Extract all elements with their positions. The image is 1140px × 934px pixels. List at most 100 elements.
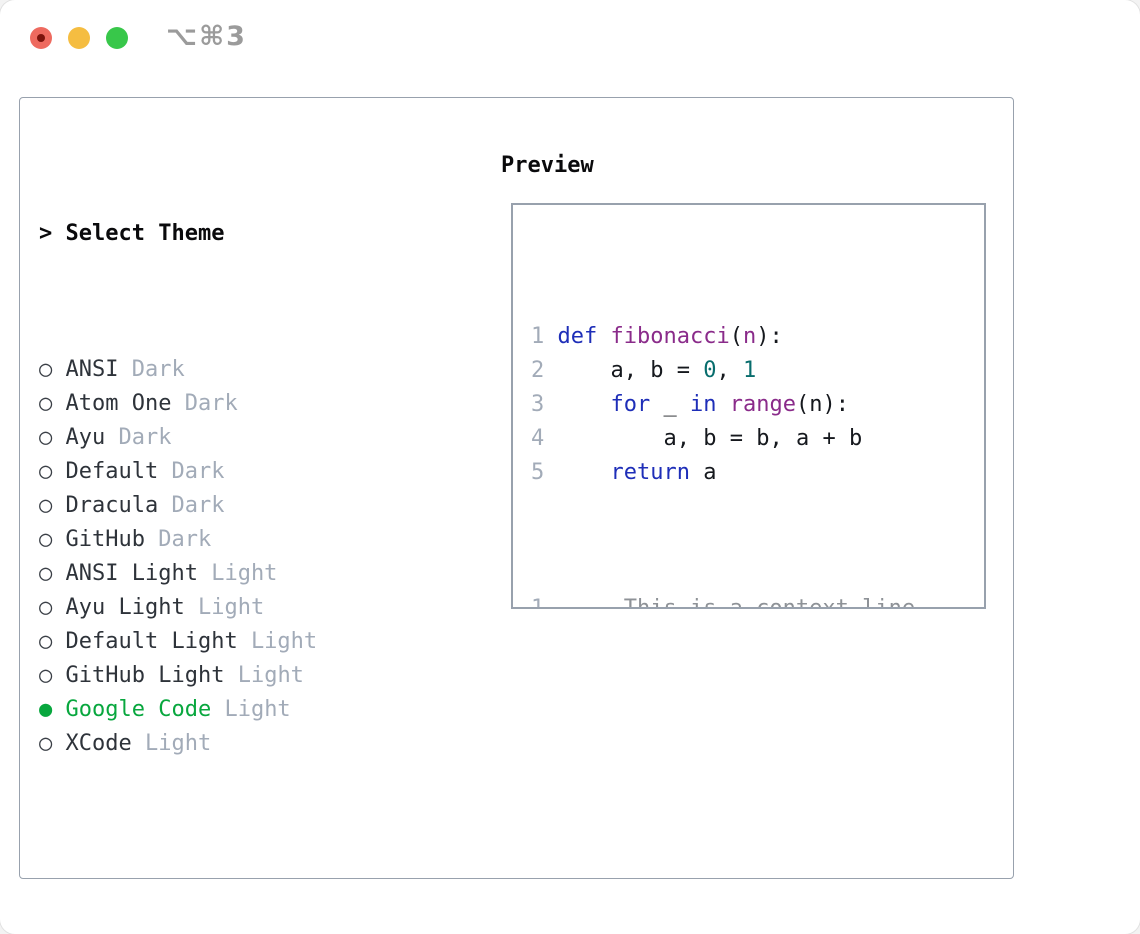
theme-name: Default bbox=[65, 459, 159, 484]
theme-option-dracula[interactable]: ○ Dracula Dark bbox=[39, 489, 410, 523]
close-dot-icon bbox=[37, 34, 45, 42]
code-token: , bbox=[676, 426, 704, 451]
radio-icon: ○ bbox=[39, 391, 53, 416]
code-token: _ bbox=[650, 392, 690, 417]
focus-caret-icon: > bbox=[39, 221, 53, 246]
theme-option-ansi[interactable]: ○ ANSI Dark bbox=[39, 353, 410, 387]
line-number: 5 bbox=[531, 460, 545, 485]
code-token: fibonacci bbox=[610, 324, 730, 349]
close-button[interactable] bbox=[30, 27, 52, 49]
code-token bbox=[597, 324, 610, 349]
code-token bbox=[544, 392, 610, 417]
code-token: for bbox=[610, 392, 651, 417]
line-number: 1 bbox=[531, 596, 545, 609]
code-token: range bbox=[729, 392, 796, 417]
theme-variant-tag: Dark bbox=[118, 425, 172, 450]
radio-icon: ○ bbox=[39, 629, 53, 654]
theme-variant-tag: Light bbox=[237, 663, 304, 688]
theme-name: Google Code bbox=[65, 697, 212, 722]
radio-icon: ○ bbox=[39, 459, 53, 484]
theme-name: ANSI Light bbox=[65, 561, 198, 586]
theme-variant-tag: Dark bbox=[184, 391, 238, 416]
theme-option-atom-one[interactable]: ○ Atom One Dark bbox=[39, 387, 410, 421]
theme-name: GitHub bbox=[65, 527, 145, 552]
code-token: b bbox=[848, 426, 863, 451]
diff-line-ctx: 1 This is a context line. bbox=[531, 592, 984, 609]
select-theme-header: > Select Theme bbox=[39, 217, 410, 251]
code-token: , bbox=[769, 426, 796, 451]
theme-option-ayu-light[interactable]: ○ Ayu Light Light bbox=[39, 591, 410, 625]
code-token: in bbox=[689, 392, 717, 417]
code-token: b bbox=[756, 426, 770, 451]
radio-icon: ○ bbox=[39, 663, 53, 688]
theme-option-google-code[interactable]: ● Google Code Light bbox=[39, 693, 410, 727]
code-token: a bbox=[703, 460, 717, 485]
theme-variant-tag: Dark bbox=[171, 459, 225, 484]
code-line: 3 for _ in range(n): bbox=[531, 388, 984, 422]
theme-list: ○ ANSI Dark○ Atom One Dark○ Ayu Dark○ De… bbox=[39, 353, 410, 761]
theme-name: GitHub Light bbox=[65, 663, 225, 688]
theme-variant-tag: Light bbox=[144, 731, 212, 756]
theme-variant-tag: Dark bbox=[131, 357, 185, 382]
code-token: , bbox=[623, 358, 651, 383]
theme-variant-tag: Dark bbox=[171, 493, 225, 518]
code-token: a bbox=[610, 358, 624, 383]
code-token: a bbox=[795, 426, 810, 451]
theme-option-ansi-light[interactable]: ○ ANSI Light Light bbox=[39, 557, 410, 591]
code-token: a bbox=[663, 426, 677, 451]
diff-preview: 1 This is a context line.2 - This line w… bbox=[531, 592, 984, 609]
code-token: = bbox=[716, 426, 757, 451]
line-number: 3 bbox=[531, 392, 545, 417]
zoom-button[interactable] bbox=[106, 27, 128, 49]
theme-name: Ayu bbox=[65, 425, 106, 450]
code-token bbox=[544, 460, 610, 485]
code-token bbox=[716, 392, 729, 417]
theme-name: Atom One bbox=[65, 391, 172, 416]
code-token bbox=[544, 358, 610, 383]
main-panel: > Select Theme ○ ANSI Dark○ Atom One Dar… bbox=[19, 97, 1014, 879]
theme-variant-tag: Light bbox=[197, 595, 265, 620]
code-token: , bbox=[716, 358, 743, 383]
radio-icon: ○ bbox=[39, 357, 53, 382]
theme-name: XCode bbox=[65, 731, 132, 756]
preview-title: Preview bbox=[501, 153, 594, 178]
radio-icon: ○ bbox=[39, 527, 53, 552]
theme-option-default[interactable]: ○ Default Dark bbox=[39, 455, 410, 489]
code-token: 1 bbox=[742, 358, 757, 383]
theme-option-xcode[interactable]: ○ XCode Light bbox=[39, 727, 410, 761]
code-token: + bbox=[809, 426, 849, 451]
code-token: return bbox=[610, 460, 690, 485]
code-token: b bbox=[703, 426, 717, 451]
theme-option-default-light[interactable]: ○ Default Light Light bbox=[39, 625, 410, 659]
code-token: (n): bbox=[795, 392, 849, 417]
theme-variant-tag: Light bbox=[224, 697, 291, 722]
code-token bbox=[544, 324, 557, 349]
theme-variant-tag: Dark bbox=[158, 527, 212, 552]
code-token: = bbox=[663, 358, 704, 383]
radio-icon: ○ bbox=[39, 595, 53, 620]
line-number: 4 bbox=[531, 426, 545, 451]
code-token: b bbox=[650, 358, 664, 383]
theme-option-ayu[interactable]: ○ Ayu Dark bbox=[39, 421, 410, 455]
code-line: 2 a, b = 0, 1 bbox=[531, 354, 984, 388]
code-token: ( bbox=[729, 324, 743, 349]
theme-option-github-light[interactable]: ○ GitHub Light Light bbox=[39, 659, 410, 693]
line-number: 1 bbox=[531, 324, 545, 349]
theme-name: ANSI bbox=[65, 357, 119, 382]
theme-option-github[interactable]: ○ GitHub Dark bbox=[39, 523, 410, 557]
spacer bbox=[39, 863, 410, 897]
diff-text: This is a context line. bbox=[544, 596, 929, 609]
code-token bbox=[544, 426, 663, 451]
radio-icon: ○ bbox=[39, 493, 53, 518]
radio-icon: ○ bbox=[39, 561, 53, 586]
code-token: n bbox=[742, 324, 757, 349]
code-line: 5 return a bbox=[531, 456, 984, 490]
theme-variant-tag: Light bbox=[250, 629, 318, 654]
theme-name: Default Light bbox=[65, 629, 238, 654]
minimize-button[interactable] bbox=[68, 27, 90, 49]
theme-selector: > Select Theme ○ ANSI Dark○ Atom One Dar… bbox=[39, 149, 410, 934]
code-token: 0 bbox=[703, 358, 717, 383]
theme-name: Dracula bbox=[65, 493, 159, 518]
